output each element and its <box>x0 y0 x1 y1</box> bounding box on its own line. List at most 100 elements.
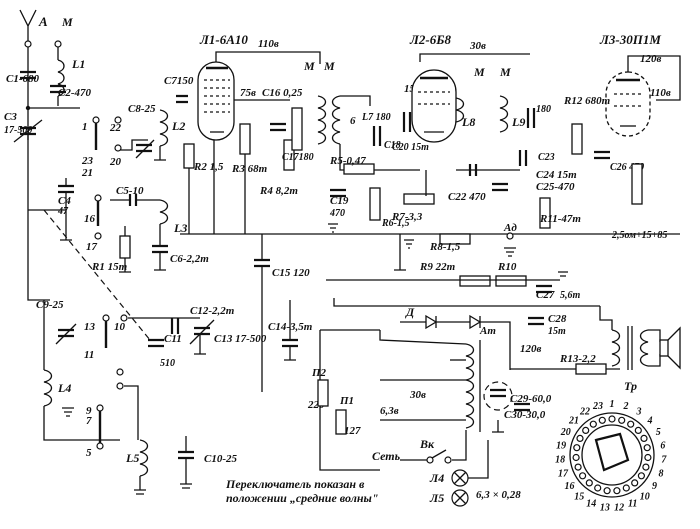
tube-l1-label: Л1-6А10 <box>199 32 248 47</box>
caption: Переключатель показан в положении „средн… <box>225 477 379 505</box>
resistor-r11-label: R11-47т <box>539 213 581 225</box>
mid-coupling-section: С15 120 С14-3,5т С27 5,6т С28 15т 120в R… <box>254 234 620 392</box>
capacitor-c1-label: С1-680 <box>6 73 40 85</box>
contact-22: 22 <box>109 122 122 134</box>
wafer-contact-lug <box>572 453 580 462</box>
capacitor-c7-label: С7150 <box>164 75 194 87</box>
capacitor-c11-label: С11 <box>164 333 182 345</box>
wafer-contact-lug <box>644 453 652 462</box>
power-supply-section: 220 127 П2 П1 Д Ат 30в 6,3в Сеть Вк Л4 Л… <box>307 305 552 507</box>
capacitor-c18-label: С18 <box>384 140 401 151</box>
inductor-l9-label: L9 <box>511 115 525 129</box>
lamp-l5-label: Л5 <box>429 491 444 505</box>
resistor-r13b-label: R13-2,2 <box>559 353 596 365</box>
switch-bank-lower: С9-25 L4 13 10 11 9 7 5 С11 510 С12-2,2т… <box>27 290 267 495</box>
speaker-icon <box>667 326 681 370</box>
capacitor-c28-value: 15т <box>548 326 566 337</box>
wafer-contact-lug <box>573 444 581 452</box>
wafer-contact-lug <box>608 415 616 423</box>
wafer-contact-17: 17 <box>558 468 569 479</box>
capacitor-c19-label: С19 <box>330 195 349 207</box>
voltage-30v-a: 30в <box>469 40 486 52</box>
capacitor-c12-label: С12-2,2т <box>190 305 235 317</box>
capacitor-c11-value: 510 <box>160 358 175 369</box>
wafer-contact-4: 4 <box>647 416 653 427</box>
wafer-contact-10: 10 <box>640 491 650 502</box>
inductor-l4-label: L4 <box>57 381 71 395</box>
wafer-contact-lug <box>618 416 626 424</box>
wafer-contact-1: 1 <box>610 399 615 410</box>
wafer-contact-lug <box>598 416 606 424</box>
capacitor-c29-label: С29-60,0 <box>510 393 552 405</box>
contact-16: 16 <box>84 213 96 225</box>
lamp-rating: 6,3 × 0,28 <box>476 489 521 501</box>
wafer-contact-8: 8 <box>659 468 664 479</box>
inductor-l7-label: L7 180 <box>361 112 391 123</box>
switch-bank-upper: 1 22 23 20 21 С4 47 16 17 С8-25 L2 С5-10… <box>28 103 209 341</box>
contact-9: 9 <box>86 405 92 417</box>
voltage-120v-a: 120в <box>640 53 662 65</box>
tube-l2-stage: Л2-6Б8 30в 15в С20 15т L8 М М L9 180 С23… <box>326 32 581 287</box>
wafer-contact-6: 6 <box>660 440 665 451</box>
wafer-contact-lug <box>603 487 611 495</box>
if1-marker-a: М <box>303 59 315 73</box>
capacitor-c24-label: С24 15т <box>536 169 577 181</box>
wafer-contact-3: 3 <box>636 407 642 418</box>
caption-line-2: положении „средние волны" <box>226 491 379 505</box>
capacitor-c23-label: С23 <box>538 152 555 163</box>
capacitor-c19-value: 470 <box>329 208 345 219</box>
lamp-l4-label: Л4 <box>429 471 444 485</box>
capacitor-c26-label: С26 470 <box>610 162 644 173</box>
if2-marker-a: М <box>473 65 485 79</box>
contact-11: 11 <box>84 349 94 361</box>
resistor-r3-label: R3 68т <box>231 163 268 175</box>
coil-6-label: 6 <box>350 115 356 127</box>
output-transformer: Тр <box>599 306 681 393</box>
capacitor-c27-value: 5,6т <box>560 290 581 301</box>
capacitor-c30-label: С30-30,0 <box>504 409 546 421</box>
capacitor-c4-value: 47 <box>57 206 69 217</box>
inductor-l1-label: L1 <box>71 57 85 71</box>
wafer-contact-lug <box>589 420 597 428</box>
resistor-r5-label: R5-0,47 <box>329 155 366 167</box>
contact-23: 23 <box>81 155 94 167</box>
wafer-contact-18: 18 <box>555 455 565 466</box>
mains-label: Сеть <box>372 449 401 463</box>
resistor-r9-label: R9 22т <box>419 261 456 273</box>
switch-vk-label: Вк <box>419 437 435 451</box>
output-ad-label: Ад <box>503 222 517 234</box>
capacitor-c3-label: С3 <box>4 111 17 123</box>
antenna-label-m: М <box>61 15 73 29</box>
voltage-110v-a: 110в <box>258 38 279 50</box>
wafer-contact-7: 7 <box>661 455 667 466</box>
wafer-contact-lug <box>574 463 582 471</box>
capacitor-c6-label: С6-2,2т <box>170 253 209 265</box>
capacitor-l9-value: 180 <box>536 104 551 115</box>
wafer-contact-lug <box>631 479 639 487</box>
if1-marker-b: М <box>323 59 335 73</box>
resistor-r10-label: R10 <box>497 261 517 273</box>
inductor-l8-label: L8 <box>461 115 475 129</box>
wafer-contact-lug <box>643 444 651 452</box>
capacitor-c28-label: С28 <box>548 313 567 325</box>
capacitor-c5-label: С5-10 <box>116 185 144 197</box>
resistor-r4-label: R4 8,2т <box>259 185 298 197</box>
capacitor-c27-label: С27 <box>536 289 555 301</box>
capacitor-c10-label: С10-25 <box>204 453 238 465</box>
wafer-contact-lug <box>578 472 587 480</box>
resistor-r12-label: R12 680т <box>563 95 611 107</box>
resistor-r6-label: R6-1,5 <box>381 218 410 229</box>
tube-l3-stage: Л3-30П1М 120в 110в R12 680т С26 470 2,5о… <box>560 32 681 241</box>
resistor-r2-label: R2 1,5 <box>193 161 224 173</box>
inductor-l3-label: L3 <box>173 221 187 235</box>
contact-13: 13 <box>84 321 96 333</box>
wafer-contact-lug <box>640 434 648 442</box>
resistor-r7-label: R7-3,3 <box>391 211 423 223</box>
wafer-contact-lug <box>637 472 646 480</box>
wafer-contact-22: 22 <box>579 407 590 418</box>
antenna-input-section: А М L1 С1-680 С2-470 С3 17-500 <box>4 9 92 290</box>
wafer-contact-lug <box>594 484 602 492</box>
contact-7: 7 <box>86 415 92 427</box>
